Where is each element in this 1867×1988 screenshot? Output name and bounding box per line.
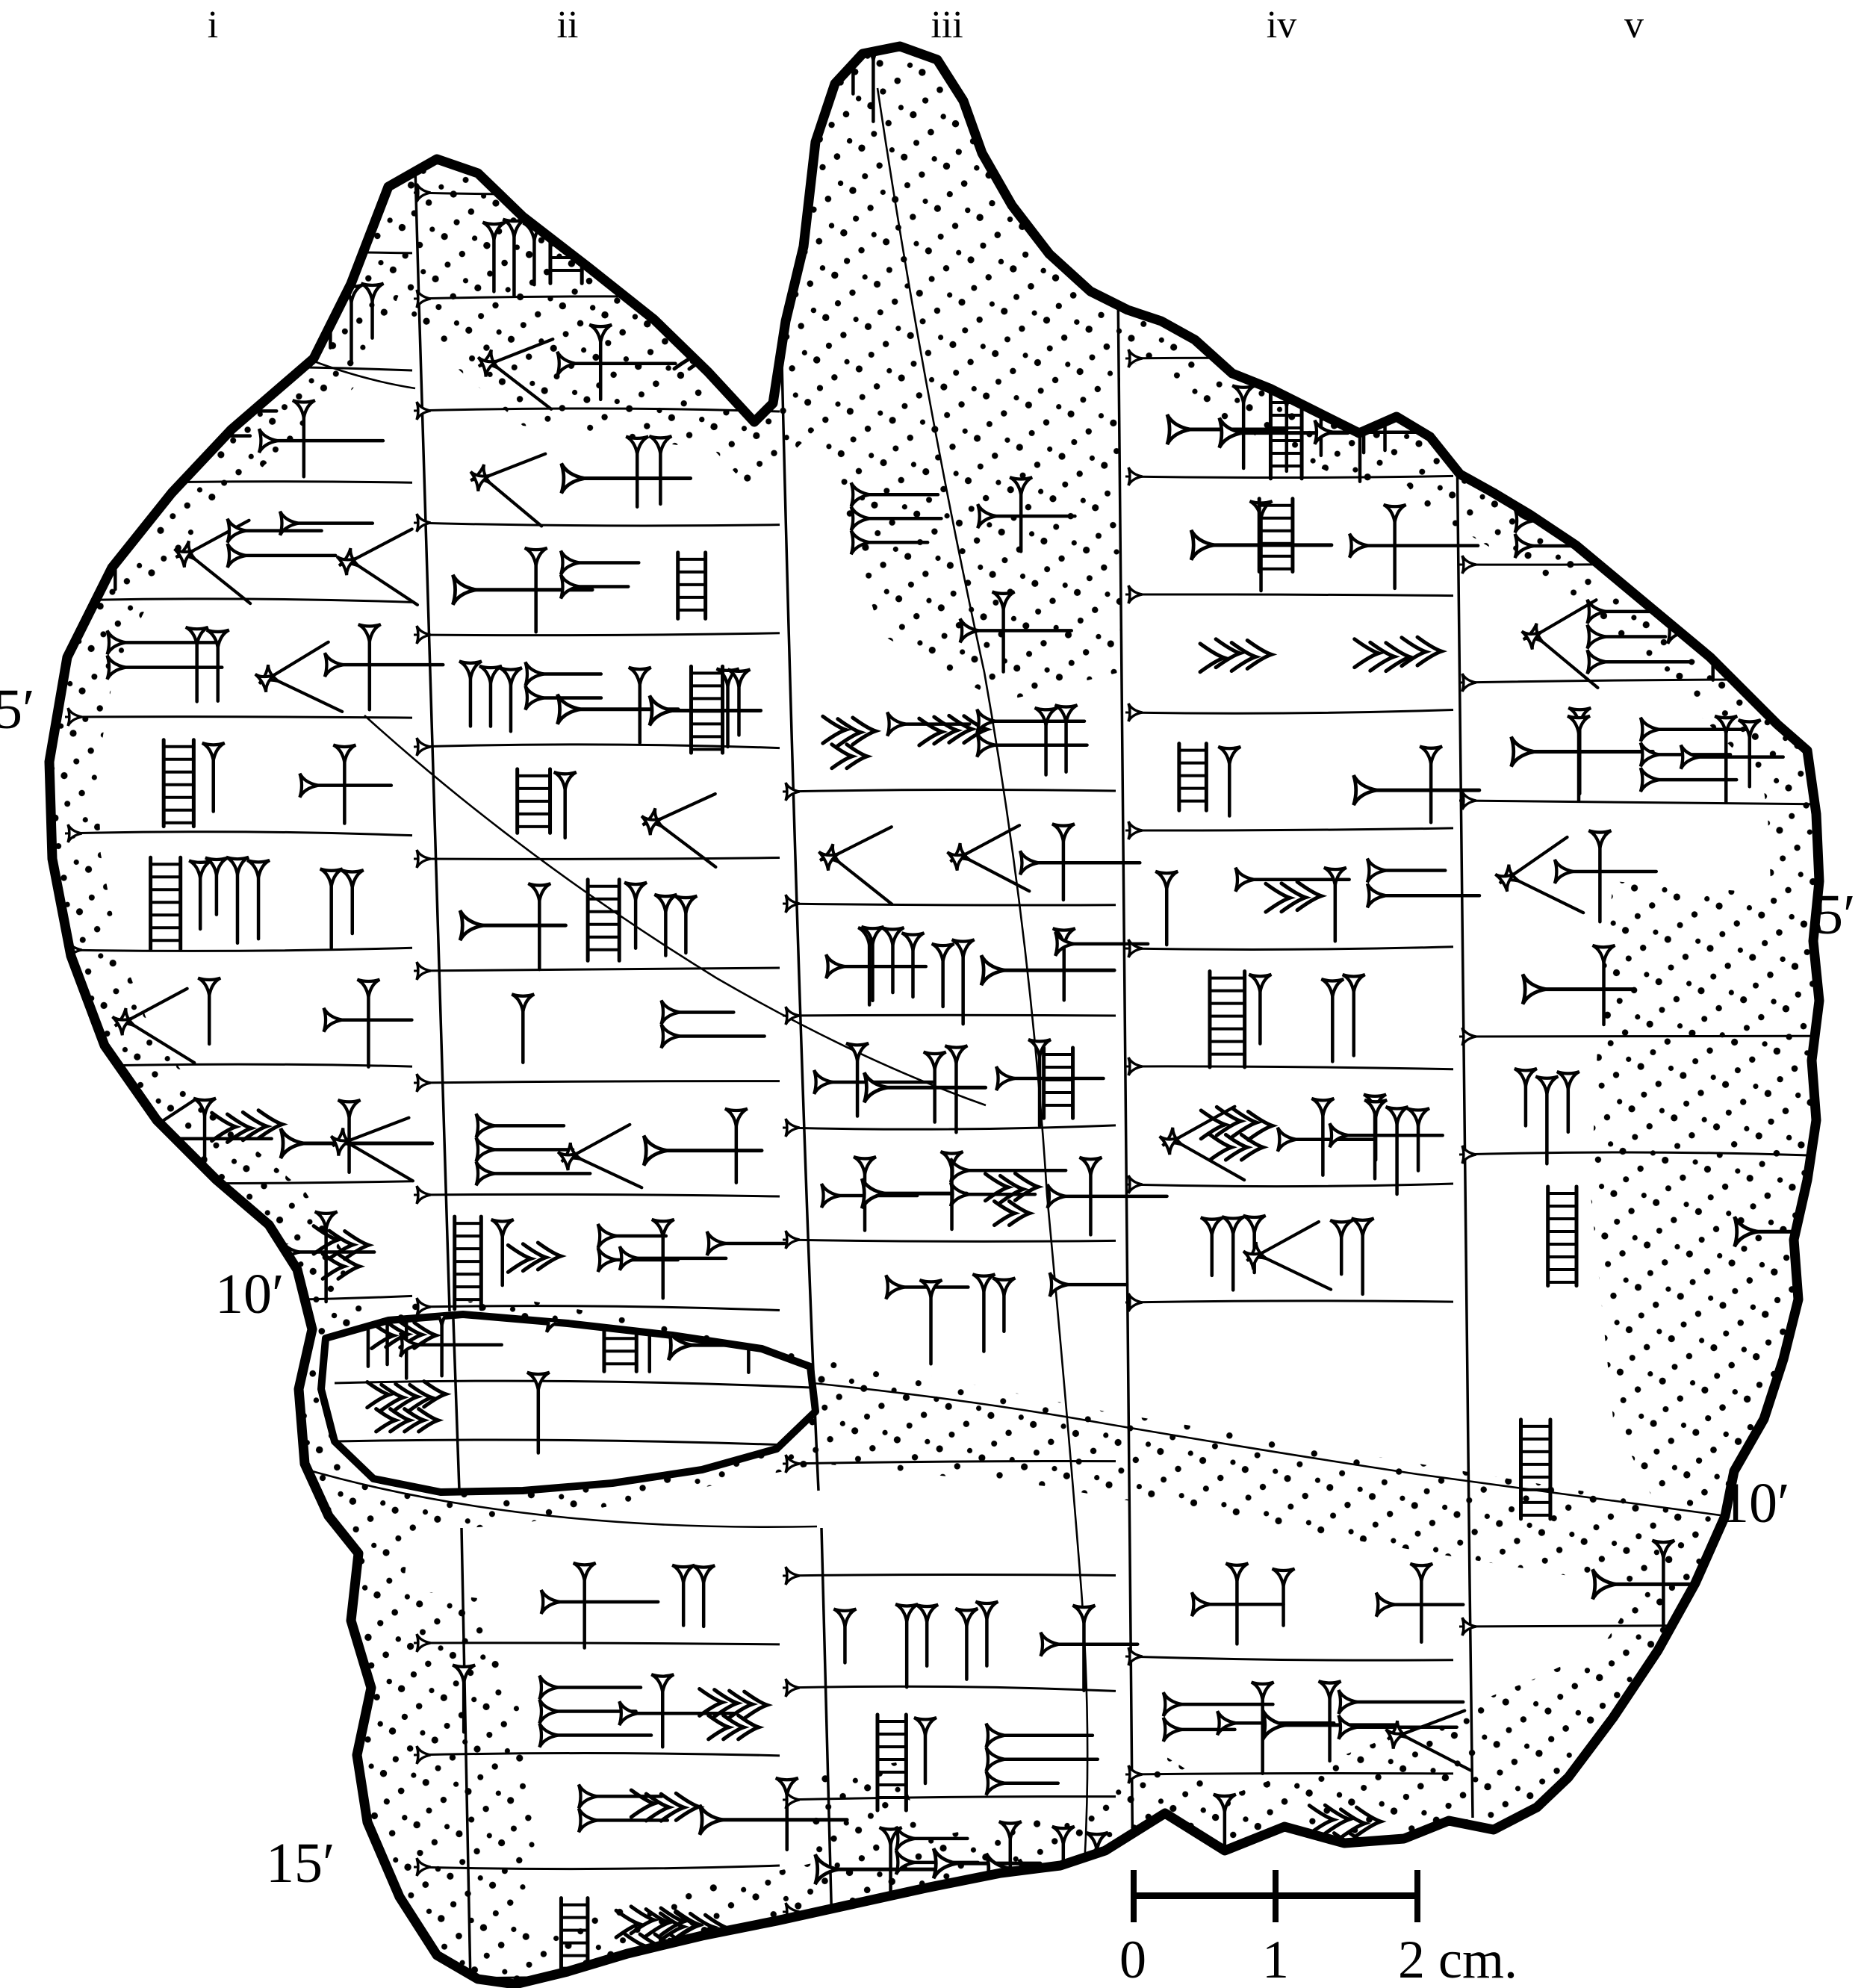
scale-label-1: 1 (1262, 1930, 1289, 1988)
flake-outline (317, 1311, 819, 1496)
line-marker-left-5: 5′ (0, 678, 35, 741)
column-label-ii: ii (556, 4, 579, 46)
scale-bar (1131, 1870, 1420, 1922)
line-marker-right-5: 5′ (1815, 883, 1856, 946)
fragment-outline (44, 41, 1824, 1988)
scale-label-0: 0 (1119, 1930, 1146, 1988)
line-marker-right-10: 10′ (1721, 1472, 1790, 1535)
column-label-iv: iv (1266, 4, 1297, 46)
column-label-i: i (207, 4, 219, 46)
line-marker-left-15: 15′ (266, 1832, 335, 1895)
line-marker-left-10: 10′ (215, 1263, 285, 1326)
column-label-iii: iii (931, 4, 963, 46)
scale-label-2cm: 2 cm. (1398, 1930, 1517, 1988)
column-label-v: v (1624, 4, 1644, 46)
